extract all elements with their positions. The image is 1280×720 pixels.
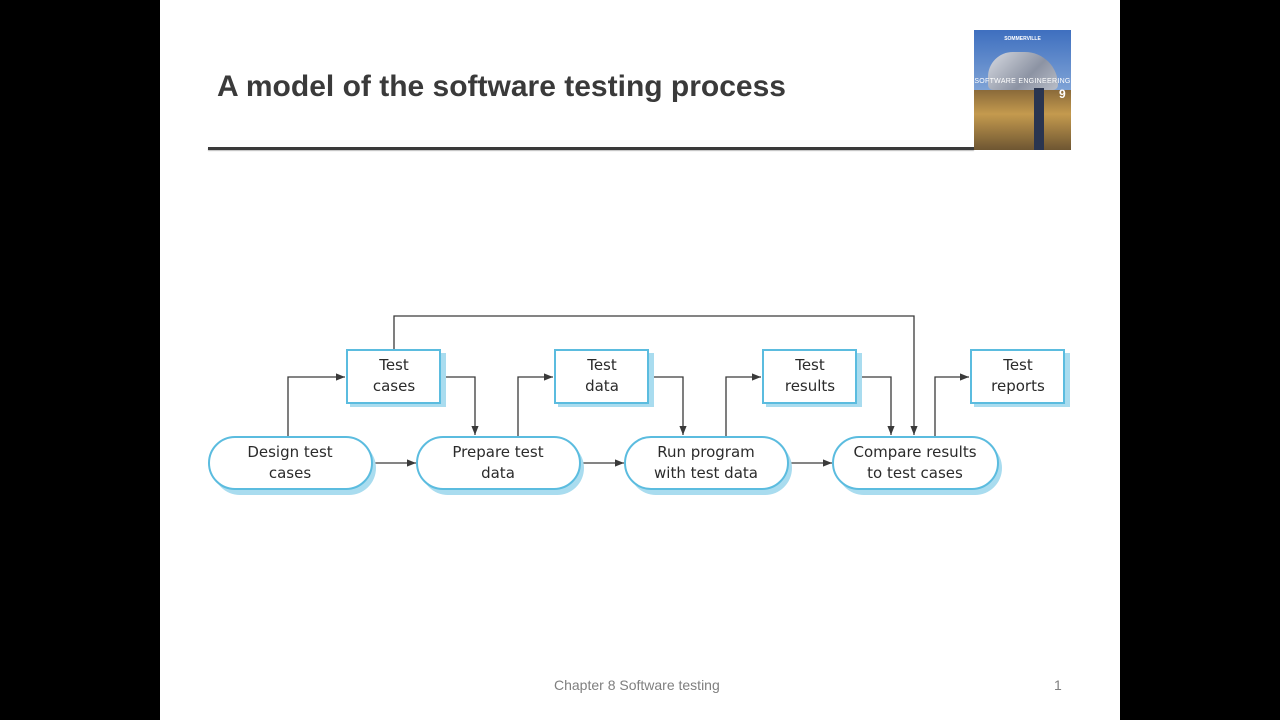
cover-title: SOFTWARE ENGINEERING (974, 78, 1071, 85)
artifact-node-test-cases: Test cases (346, 349, 446, 407)
edge-test-data-to-run (650, 376, 687, 435)
book-cover-image: SOMMERVILLE SOFTWARE ENGINEERING 9 (974, 30, 1071, 150)
artifact-node-test-data: Test data (554, 349, 654, 407)
process-compare-line-2: to test cases (867, 464, 963, 482)
edge-test-results-to-compare (858, 376, 895, 435)
edge-prepare-to-test-data (517, 373, 553, 437)
edge-design-to-test-cases (287, 373, 345, 437)
process-node-run: Run program with test data (624, 436, 792, 495)
slide-title: A model of the software testing process (217, 70, 786, 103)
edge-test-cases-to-compare (393, 315, 918, 435)
process-node-compare: Compare results to test cases (832, 436, 1002, 495)
title-underline (208, 147, 974, 150)
page-number: 1 (1054, 677, 1062, 693)
artifact-test-cases-line-2: cases (373, 377, 415, 395)
process-node-design: Design test cases (208, 436, 376, 495)
artifact-test-data-line-1: Test (586, 356, 617, 374)
process-node-prepare: Prepare test data (416, 436, 584, 495)
artifact-test-reports-line-1: Test (1002, 356, 1033, 374)
artifact-test-reports-line-2: reports (991, 377, 1045, 395)
cover-ground (974, 90, 1071, 150)
process-run-line-1: Run program (657, 443, 755, 461)
process-prepare-line-2: data (481, 464, 515, 482)
artifact-test-results-line-1: Test (794, 356, 825, 374)
artifact-node-test-results: Test results (762, 349, 862, 407)
slide-footer: Chapter 8 Software testing (554, 677, 720, 693)
cover-crane (1034, 88, 1044, 150)
artifact-test-results-line-2: results (785, 377, 835, 395)
edge-run-to-test-results (725, 373, 761, 437)
testing-process-diagram: Design test cases Prepare test data Run … (208, 315, 1070, 495)
cover-author: SOMMERVILLE (1004, 36, 1041, 42)
slide: A model of the software testing process … (160, 0, 1120, 720)
artifact-test-cases-line-1: Test (378, 356, 409, 374)
cover-edition: 9 (1059, 87, 1066, 101)
process-prepare-line-1: Prepare test (452, 443, 543, 461)
process-design-line-1: Design test (247, 443, 332, 461)
artifact-node-test-reports: Test reports (970, 349, 1070, 407)
edge-test-cases-to-prepare (443, 376, 479, 435)
process-design-line-2: cases (269, 464, 311, 482)
process-compare-line-1: Compare results (853, 443, 976, 461)
artifact-test-data-line-2: data (585, 377, 619, 395)
process-run-line-2: with test data (654, 464, 758, 482)
edge-compare-to-test-reports (934, 373, 969, 437)
